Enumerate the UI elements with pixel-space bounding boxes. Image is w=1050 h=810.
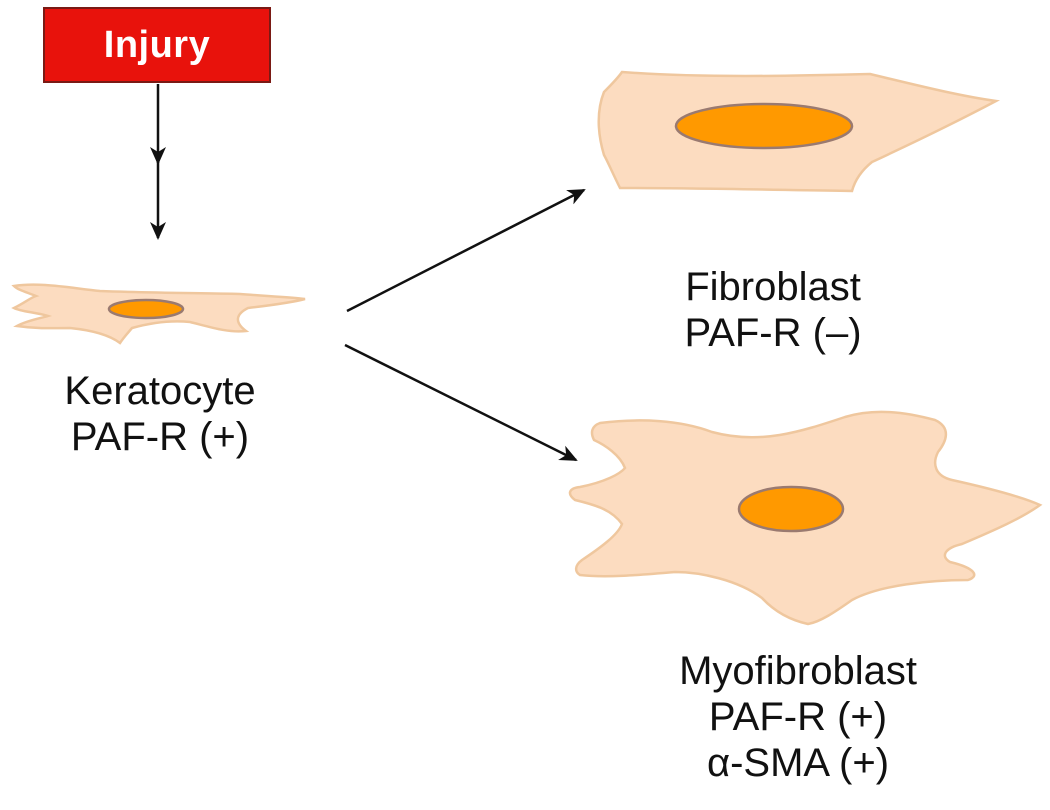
keratocyte-to-myofibroblast-arrow: [344, 343, 578, 462]
myofibroblast-marker-sma: α-SMA (+): [706, 741, 890, 785]
myofibroblast-marker-paf: PAF-R (+): [708, 695, 888, 739]
myofibroblast-cell: [568, 410, 1043, 626]
keratocyte-name: Keratocyte: [64, 369, 256, 413]
injury-label: Injury: [103, 24, 211, 66]
myofibroblast-name: Myofibroblast: [679, 649, 917, 693]
fibroblast-marker: PAF-R (–): [684, 311, 862, 355]
fibroblast-nucleus: [674, 102, 854, 150]
fibroblast-name: Fibroblast: [685, 265, 861, 309]
keratocyte-to-fibroblast-arrow: [346, 188, 586, 313]
injury-box: Injury: [43, 7, 271, 83]
keratocyte-marker: PAF-R (+): [70, 415, 250, 459]
fibroblast-cell: [597, 70, 1001, 193]
fibroblast-label: Fibroblast PAF-R (–): [648, 264, 898, 356]
keratocyte-label: Keratocyte PAF-R (+): [10, 368, 310, 460]
myofibroblast-nucleus: [737, 485, 845, 533]
myofibroblast-label: Myofibroblast PAF-R (+) α-SMA (+): [648, 648, 948, 786]
keratocyte-nucleus: [107, 298, 185, 320]
keratocyte-cell: [11, 283, 306, 345]
